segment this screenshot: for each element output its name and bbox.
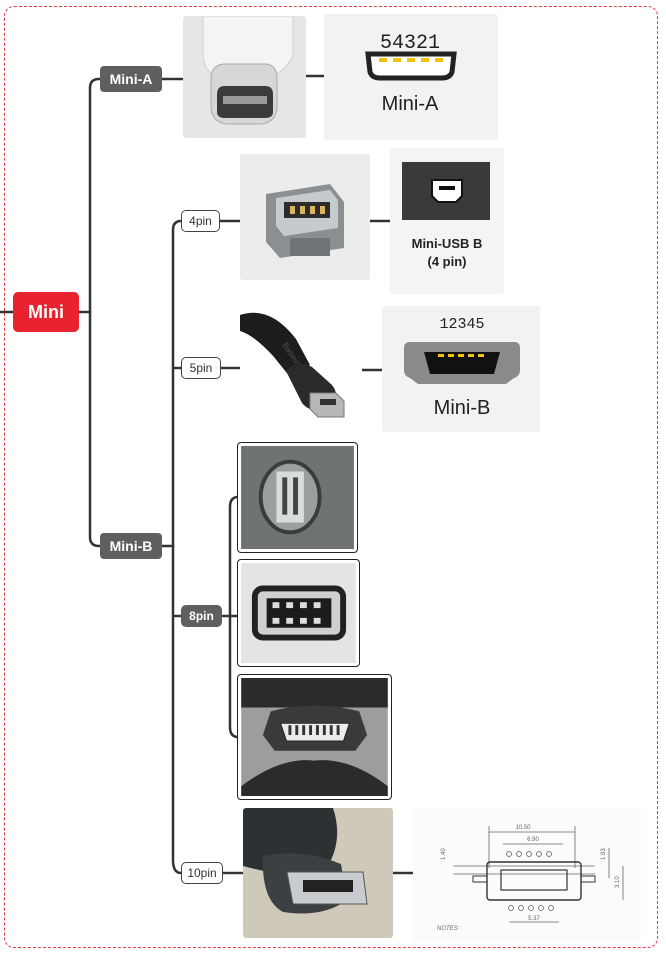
mini-a-pin-numbers: 54321 bbox=[380, 32, 440, 55]
dim-inner: 6.90 bbox=[527, 837, 539, 843]
branch-mini-b[interactable]: Mini-B bbox=[100, 533, 162, 559]
mini-b-pin-numbers: 12345 bbox=[439, 316, 484, 333]
node-8pin[interactable]: 8pin bbox=[181, 605, 222, 627]
dim-right-1: 1.93 bbox=[601, 848, 607, 860]
dim-left: 1.40 bbox=[441, 848, 447, 860]
mini-b-4pin-caption-1: Mini-USB B bbox=[412, 236, 483, 251]
dim-bottom: 5.37 bbox=[528, 916, 540, 922]
mini-b-5pin-photo: Baseus bbox=[240, 305, 362, 429]
mini-b-4pin-diagram: Mini-USB B (4 pin) bbox=[390, 148, 504, 294]
mini-a-caption: Mini-A bbox=[382, 93, 439, 115]
node-5pin[interactable]: 5pin bbox=[181, 357, 221, 379]
mindmap-frame bbox=[4, 6, 658, 948]
mini-b-8pin-photo-2 bbox=[237, 559, 360, 667]
link-10pin bbox=[171, 544, 183, 875]
root-node[interactable]: Mini bbox=[13, 292, 79, 332]
dim-top: 10.50 bbox=[515, 825, 531, 831]
link-8pin-c bbox=[228, 614, 240, 739]
mini-b-4pin-caption-2: (4 pin) bbox=[428, 254, 467, 269]
drawing-notes: NOTES: bbox=[437, 926, 460, 932]
dim-right-2: 3.10 bbox=[615, 876, 621, 888]
mini-b-5pin-diagram: 12345 Mini-B bbox=[382, 306, 540, 432]
mini-b-caption: Mini-B bbox=[434, 397, 491, 419]
mini-a-photo bbox=[183, 16, 306, 138]
node-4pin[interactable]: 4pin bbox=[181, 210, 220, 232]
link-mini-a bbox=[88, 77, 102, 314]
link-mini-b bbox=[88, 310, 102, 548]
mini-a-pinout-diagram: 54321 Mini-A bbox=[324, 14, 498, 140]
mini-b-8pin-photo-3 bbox=[237, 674, 392, 800]
node-10pin[interactable]: 10pin bbox=[181, 862, 223, 884]
link-8pin-a bbox=[228, 495, 240, 618]
mini-b-10pin-photo bbox=[243, 808, 393, 938]
link-4pin bbox=[171, 219, 183, 548]
mini-b-8pin-photo-1 bbox=[237, 442, 358, 553]
branch-mini-a[interactable]: Mini-A bbox=[100, 66, 162, 92]
mini-b-10pin-technical-drawing: 10.50 6.90 1.40 1.93 3.10 5.37 NOTES: bbox=[413, 808, 641, 942]
mini-b-4pin-photo bbox=[240, 154, 370, 280]
